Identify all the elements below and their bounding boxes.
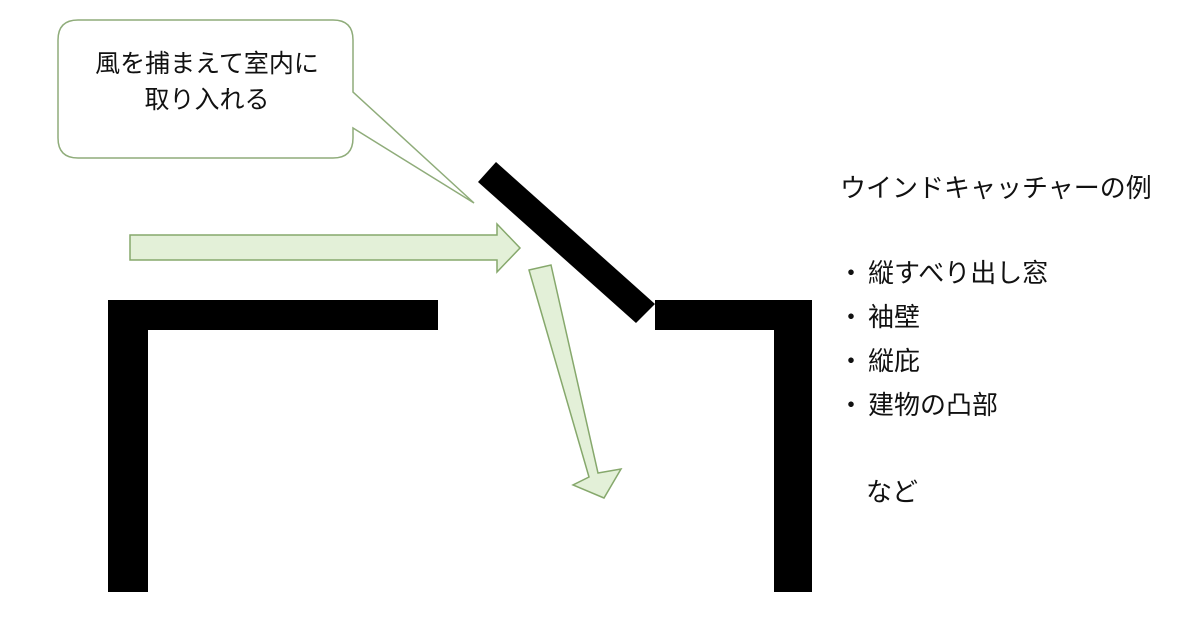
- right-wall: [655, 300, 812, 592]
- bullet: ・: [838, 303, 865, 333]
- callout-line-1: 風を捕まえて室内に: [95, 49, 319, 78]
- list-item-label: 縦庇: [868, 347, 921, 377]
- bullet: ・: [838, 391, 865, 421]
- left-wall: [108, 300, 438, 592]
- casement-window-sash: [478, 162, 655, 323]
- list-item-label: 縦すべり出し窓: [868, 259, 1049, 289]
- incoming-wind-arrow: [129, 222, 522, 274]
- list-item: ・縦庇: [838, 340, 1048, 384]
- deflected-wind-arrow: [528, 264, 623, 499]
- etc-text: など: [866, 478, 919, 508]
- examples-title: ウインドキャッチャーの例: [840, 174, 1152, 204]
- list-item-label: 袖壁: [868, 303, 921, 333]
- examples-list: ・縦すべり出し窓 ・袖壁 ・縦庇 ・建物の凸部: [838, 252, 1048, 428]
- list-item: ・縦すべり出し窓: [838, 252, 1048, 296]
- bullet: ・: [838, 347, 865, 377]
- list-item: ・建物の凸部: [838, 384, 1048, 428]
- callout-line-2: 取り入れる: [144, 85, 270, 114]
- list-item-label: 建物の凸部: [868, 391, 999, 421]
- bullet: ・: [838, 259, 865, 289]
- list-item: ・袖壁: [838, 296, 1048, 340]
- callout-text: 風を捕まえて室内に 取り入れる: [62, 46, 352, 118]
- callout-bubble: [57, 19, 475, 204]
